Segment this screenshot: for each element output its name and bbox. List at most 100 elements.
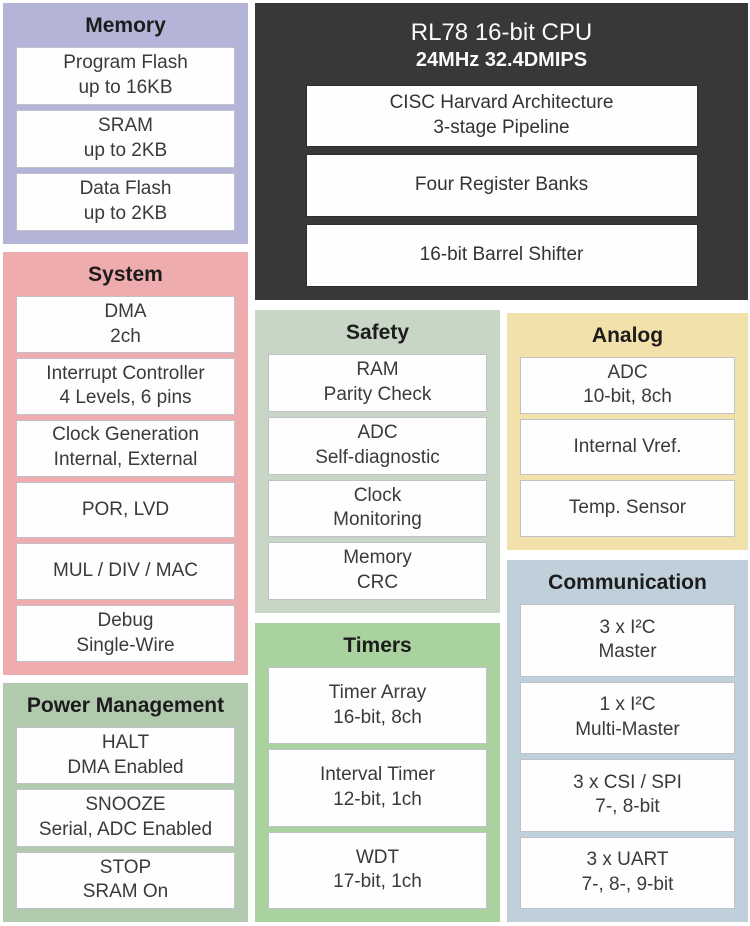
system-cell-por-lvd: POR, LVD <box>16 481 235 539</box>
analog-block-title: Analog <box>591 324 664 347</box>
cell-line: CRC <box>356 572 399 594</box>
safety-block-title: Safety <box>345 321 410 344</box>
system-cells: DMA 2ch Interrupt Controller 4 Levels, 6… <box>16 296 235 663</box>
cell-line: Timer Array <box>328 682 427 704</box>
system-cell-mul-div-mac: MUL / DIV / MAC <box>16 543 235 601</box>
cell-line: Serial, ADC Enabled <box>38 819 213 841</box>
cell-line: Interrupt Controller <box>46 362 205 384</box>
cell-line: Temp. Sensor <box>568 497 687 519</box>
safety-cell-ram-parity: RAM Parity Check <box>268 354 487 412</box>
analog-cells: ADC 10-bit, 8ch Internal Vref. Temp. Sen… <box>520 357 735 538</box>
cpu-block-title: RL78 16-bit CPU <box>410 19 593 46</box>
cell-line: 3 x CSI / SPI <box>573 771 682 793</box>
cell-line: POR, LVD <box>81 498 170 520</box>
timers-block-title: Timers <box>343 634 412 657</box>
cell-line: Master <box>598 641 657 663</box>
cpu-block: RL78 16-bit CPU 24MHz 32.4DMIPS CISC Har… <box>255 3 748 300</box>
cell-line: 4 Levels, 6 pins <box>59 387 192 409</box>
memory-cell-data-flash: Data Flash up to 2KB <box>16 173 235 231</box>
cell-line: Memory <box>343 547 412 569</box>
cell-line: 3 x UART <box>586 849 669 871</box>
cell-line: up to 16KB <box>78 77 173 99</box>
cpu-cell-register-banks: Four Register Banks <box>305 154 698 218</box>
cpu-cell-barrel-shifter: 16-bit Barrel Shifter <box>305 224 698 287</box>
memory-cell-sram: SRAM up to 2KB <box>16 110 235 169</box>
analog-cell-adc: ADC 10-bit, 8ch <box>520 357 735 414</box>
safety-cell-clock-monitoring: Clock Monitoring <box>268 479 487 538</box>
comm-cell-csi-spi: 3 x CSI / SPI 7-, 8-bit <box>520 759 735 832</box>
cell-line: Clock Generation <box>52 424 199 446</box>
cell-line: Clock <box>353 484 402 506</box>
cell-line: SRAM On <box>82 881 169 903</box>
cell-line: 7-, 8-bit <box>595 796 660 818</box>
comm-cell-i2c-master: 3 x I²C Master <box>520 604 735 677</box>
cell-line: Data Flash <box>79 178 172 200</box>
memory-cell-program-flash: Program Flash up to 16KB <box>16 47 235 106</box>
cell-line: Internal Vref. <box>573 435 682 457</box>
timers-block: Timers Timer Array 16-bit, 8ch Interval … <box>255 623 500 922</box>
cell-line: RAM <box>356 359 399 381</box>
cell-line: 2ch <box>110 325 141 347</box>
cell-line: 12-bit, 1ch <box>333 789 422 811</box>
cell-line: Program Flash <box>63 52 188 74</box>
cell-line: 3-stage Pipeline <box>433 116 570 138</box>
cell-line: ADC <box>607 361 648 383</box>
timers-cell-timer-array: Timer Array 16-bit, 8ch <box>268 667 487 745</box>
safety-cell-memory-crc: Memory CRC <box>268 542 487 601</box>
cell-line: 17-bit, 1ch <box>333 871 422 893</box>
memory-block: Memory Program Flash up to 16KB SRAM up … <box>3 3 248 244</box>
cpu-cells: CISC Harvard Architecture 3-stage Pipeli… <box>305 84 698 287</box>
safety-cell-adc-selfdiag: ADC Self-diagnostic <box>268 416 487 475</box>
cell-line: 10-bit, 8ch <box>583 386 672 408</box>
communication-block: Communication 3 x I²C Master 1 x I²C Mul… <box>507 560 748 922</box>
cell-line: ADC <box>357 422 398 444</box>
memory-cells: Program Flash up to 16KB SRAM up to 2KB … <box>16 47 235 231</box>
cell-line: 3 x I²C <box>599 616 656 638</box>
cell-line: 16-bit Barrel Shifter <box>419 244 584 266</box>
cpu-block-subtitle: 24MHz 32.4DMIPS <box>415 48 588 71</box>
system-block: System DMA 2ch Interrupt Controller 4 Le… <box>3 252 248 675</box>
cell-line: Monitoring <box>333 509 422 531</box>
cell-line: HALT <box>101 732 150 754</box>
analog-cell-internal-vref: Internal Vref. <box>520 418 735 476</box>
comm-cell-uart: 3 x UART 7-, 8-, 9-bit <box>520 836 735 910</box>
system-cell-clock-generation: Clock Generation Internal, External <box>16 419 235 477</box>
power-cell-snooze: SNOOZE Serial, ADC Enabled <box>16 789 235 847</box>
cell-line: Internal, External <box>53 449 198 471</box>
cell-line: 7-, 8-, 9-bit <box>581 873 674 895</box>
power-cell-stop: STOP SRAM On <box>16 851 235 909</box>
cell-line: DMA Enabled <box>67 756 184 778</box>
comm-cell-i2c-multimaster: 1 x I²C Multi-Master <box>520 681 735 755</box>
system-cell-interrupt-controller: Interrupt Controller 4 Levels, 6 pins <box>16 357 235 415</box>
cell-line: SNOOZE <box>85 794 166 816</box>
cell-line: Self-diagnostic <box>315 446 440 468</box>
cell-line: Four Register Banks <box>414 174 589 196</box>
communication-block-title: Communication <box>548 571 707 594</box>
memory-block-title: Memory <box>85 14 166 37</box>
cell-line: MUL / DIV / MAC <box>53 560 198 582</box>
cell-line: CISC Harvard Architecture <box>389 92 614 114</box>
cell-line: Interval Timer <box>319 764 436 786</box>
cell-line: Debug <box>97 609 154 631</box>
cell-line: up to 2KB <box>83 203 168 225</box>
system-cell-debug: Debug Single-Wire <box>16 605 235 663</box>
cell-line: DMA <box>104 300 147 322</box>
analog-block: Analog ADC 10-bit, 8ch Internal Vref. Te… <box>507 313 748 550</box>
power-management-block-title: Power Management <box>26 694 225 717</box>
safety-cells: RAM Parity Check ADC Self-diagnostic Clo… <box>268 354 487 601</box>
cell-line: SRAM <box>98 115 153 137</box>
cell-line: STOP <box>99 856 152 878</box>
power-management-block: Power Management HALT DMA Enabled SNOOZE… <box>3 683 248 922</box>
system-block-title: System <box>88 263 163 286</box>
communication-cells: 3 x I²C Master 1 x I²C Multi-Master 3 x … <box>520 604 735 910</box>
timers-cell-wdt: WDT 17-bit, 1ch <box>268 831 487 909</box>
cell-line: 16-bit, 8ch <box>333 706 422 728</box>
cell-line: Parity Check <box>323 384 432 405</box>
power-cell-halt: HALT DMA Enabled <box>16 727 235 785</box>
cell-line: Multi-Master <box>575 718 680 740</box>
analog-cell-temp-sensor: Temp. Sensor <box>520 480 735 538</box>
cell-line: Single-Wire <box>76 634 175 656</box>
cell-line: 1 x I²C <box>599 694 656 716</box>
timers-cell-interval-timer: Interval Timer 12-bit, 1ch <box>268 749 487 827</box>
